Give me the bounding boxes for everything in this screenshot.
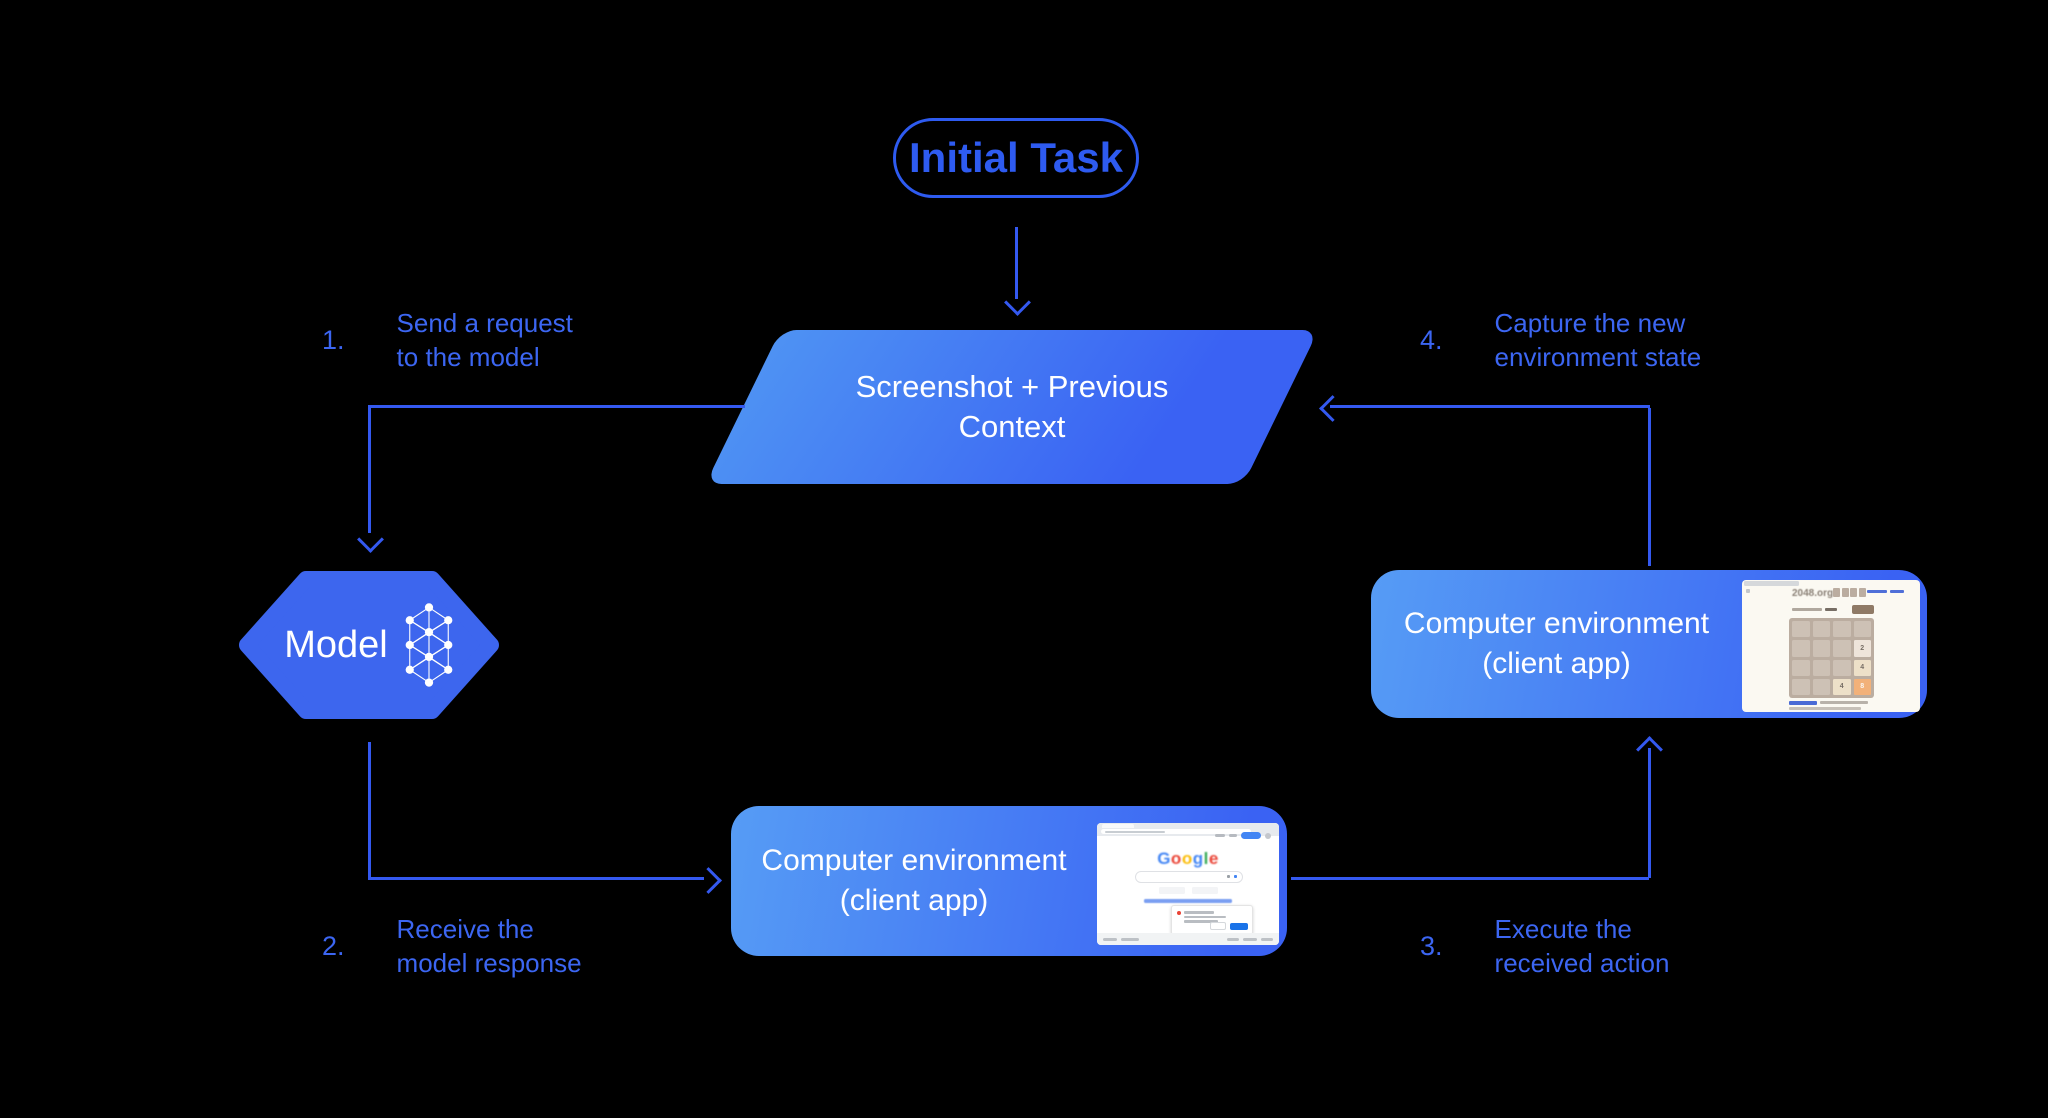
initial-task-node: Initial Task [893,118,1139,198]
2048-board: 2 4 4 8 [1789,618,1874,698]
subtitle-text [1792,608,1837,611]
computer-environment-right-node: Computer environment (client app) 2048.o… [1371,570,1927,718]
dialog-secondary-button [1210,922,1226,930]
google-header-buttons [1215,832,1271,839]
arrow-3-vertical-line [1648,748,1651,878]
cookie-consent-dialog [1171,905,1253,935]
arrow-2-vertical-line [368,742,371,878]
model-node [239,571,499,719]
arrow-up-icon [1636,736,1663,763]
google-logo: Google [1157,849,1219,868]
arrow-1-horizontal-line [369,405,745,408]
model-node-content: Model [238,570,500,720]
arrow-down-icon [1004,289,1031,316]
arrow-task-to-context-line [1015,227,1018,299]
dialog-primary-button [1230,923,1248,930]
arrow-4-horizontal-line [1330,405,1650,408]
model-label: Model [284,623,388,666]
footer-link-text [1789,701,1868,705]
arrow-left-icon [1319,395,1346,422]
footer-text [1789,707,1861,710]
sign-in-button [1241,832,1261,839]
computer-environment-bottom-label: Computer environment (client app) [761,844,1067,917]
tile-4: 4 [1853,659,1871,676]
screenshot-context-label: Screenshot + Previous Context [855,369,1169,444]
header-links [1867,590,1904,593]
arrow-right-icon [695,867,722,894]
google-offered-in-link [1144,899,1232,903]
2048-screenshot-thumbnail: 2048.org 2 4 4 8 [1742,580,1920,712]
computer-environment-right-label: Computer environment (client app) [1403,607,1710,680]
tile-8: 8 [1853,678,1871,695]
avatar [1265,832,1271,839]
computer-environment-bottom-node: Computer environment (client app) Google [731,806,1287,956]
arrow-1-vertical-line [368,405,371,533]
google-screenshot-thumbnail: Google [1097,823,1279,945]
initial-task-label: Initial Task [909,134,1123,181]
score-boxes [1833,588,1866,597]
arrow-down-icon [357,526,384,553]
tile-4: 4 [1833,678,1851,695]
arrow-3-horizontal-line [1291,877,1649,880]
site-title: 2048.org [1792,588,1834,599]
browser-tab [1744,581,1799,586]
google-search-input [1135,871,1243,883]
neural-network-icon [405,603,453,687]
browser-chrome [1097,823,1279,836]
favicon [1746,589,1750,593]
google-search-buttons [1097,887,1279,894]
new-game-button [1852,605,1874,614]
arrow-2-horizontal-line [368,877,704,880]
tile-2: 2 [1853,640,1871,657]
google-footer [1097,933,1279,945]
arrow-4-vertical-line [1648,408,1651,566]
